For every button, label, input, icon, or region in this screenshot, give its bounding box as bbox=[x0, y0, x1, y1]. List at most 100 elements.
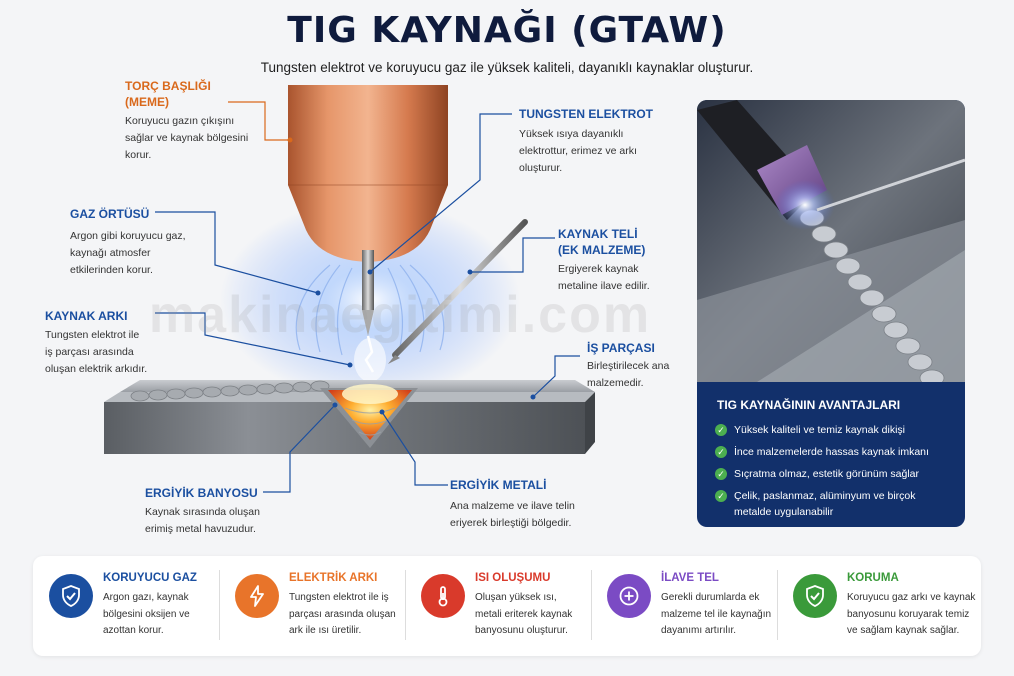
label-arc-desc-2: iş parçası arasında bbox=[45, 346, 134, 358]
label-workpiece-desc-2: malzemedir. bbox=[587, 377, 644, 389]
lightning-icon bbox=[235, 574, 279, 618]
feature-desc-1: Koruyucu gaz arkı ve kaynak bbox=[847, 592, 976, 603]
label-torch-title-2: (MEME) bbox=[125, 95, 169, 109]
feature-desc-2: banyosunu koruyarak temiz bbox=[847, 608, 970, 620]
label-filler-desc-1: Ergiyerek kaynak bbox=[558, 263, 639, 275]
label-pool-desc-1: Kaynak sırasında oluşan bbox=[145, 506, 260, 518]
feature-title: ISI OLUŞUMU bbox=[475, 572, 551, 584]
advantage-item: ✓ Çelik, paslanmaz, alüminyum ve birçok … bbox=[715, 488, 955, 520]
divider bbox=[219, 570, 220, 640]
advantage-item: ✓ İnce malzemelerde hassas kaynak imkanı bbox=[715, 444, 955, 460]
feature-desc-3: ve sağlam kaynak sağlar. bbox=[847, 625, 960, 636]
label-filler-title-1: KAYNAK TELİ bbox=[558, 227, 638, 241]
feature-desc-1: Tungsten elektrot ile iş bbox=[289, 592, 389, 603]
label-filler: KAYNAK TELİ (EK MALZEME) Ergiyerek kayna… bbox=[558, 226, 650, 295]
advantages-panel: TIG KAYNAĞININ AVANTAJLARI ✓ Yüksek kali… bbox=[697, 100, 965, 527]
label-molten-title: ERGİYİK METALİ bbox=[450, 478, 547, 492]
feature-title: KORUMA bbox=[847, 572, 899, 584]
label-arc-desc-1: Tungsten elektrot ile bbox=[45, 329, 140, 341]
electrode-tip bbox=[362, 310, 374, 336]
check-icon: ✓ bbox=[715, 468, 727, 480]
label-electrode-desc-2: elektrottur, erimez ve arkı bbox=[519, 145, 637, 157]
feature-desc-1: Argon gazı, kaynak bbox=[103, 592, 189, 603]
weld-photo bbox=[697, 100, 965, 382]
shield-check-icon bbox=[793, 574, 837, 618]
label-gas-desc-1: Argon gibi koruyucu gaz, bbox=[70, 230, 186, 242]
feature-desc: Argon gazı, kaynak bölgesini oksijen ve … bbox=[103, 590, 231, 640]
watermark: makinaegitimi.com bbox=[148, 286, 652, 344]
label-pool: ERGİYİK BANYOSU Kaynak sırasında oluşan … bbox=[145, 485, 260, 538]
label-electrode-title: TUNGSTEN ELEKTROT bbox=[519, 107, 653, 121]
feature-protection: KORUMA Koruyucu gaz arkı ve kaynak banyo… bbox=[793, 570, 978, 642]
feature-desc-1: Gerekli durumlarda ek bbox=[661, 592, 760, 603]
divider bbox=[591, 570, 592, 640]
divider bbox=[405, 570, 406, 640]
label-workpiece-title: İŞ PARÇASI bbox=[587, 341, 655, 355]
label-torch-desc-2: sağlar ve kaynak bölgesini bbox=[125, 132, 249, 144]
divider bbox=[777, 570, 778, 640]
label-workpiece: İŞ PARÇASI Birleştirilecek ana malzemedi… bbox=[587, 340, 669, 392]
label-arc-desc: Tungsten elektrot ile iş parçası arasınd… bbox=[45, 327, 147, 378]
feature-desc: Gerekli durumlarda ek malzeme tel ile ka… bbox=[661, 590, 789, 640]
feature-desc: Tungsten elektrot ile iş parçası arasınd… bbox=[289, 590, 417, 640]
feature-protective-gas: KORUYUCU GAZ Argon gazı, kaynak bölgesin… bbox=[49, 570, 224, 642]
plus-circle-icon bbox=[607, 574, 651, 618]
advantage-item: ✓ Yüksek kaliteli ve temiz kaynak dikişi bbox=[715, 422, 955, 438]
thermometer-icon bbox=[421, 574, 465, 618]
label-arc-desc-3: oluşan elektrik arkıdır. bbox=[45, 363, 148, 375]
feature-desc-1: Oluşan yüksek ısı, bbox=[475, 592, 557, 603]
label-torch-desc: Koruyucu gazın çıkışını sağlar ve kaynak… bbox=[125, 113, 248, 164]
label-workpiece-desc-1: Birleştirilecek ana bbox=[587, 360, 670, 372]
label-gas-title: GAZ ÖRTÜSÜ bbox=[70, 207, 150, 221]
advantage-text: Sıçratma olmaz, estetik görünüm sağlar bbox=[734, 468, 919, 480]
tungsten-electrode bbox=[362, 250, 374, 310]
feature-desc-2: parçası arasında oluşan bbox=[289, 608, 396, 620]
feature-desc-3: dayanımı artırılır. bbox=[661, 625, 737, 636]
label-molten-desc: Ana malzeme ve ilave telin eriyerek birl… bbox=[450, 498, 575, 532]
tig-diagram bbox=[104, 85, 595, 493]
advantage-text-line1: Çelik, paslanmaz, alüminyum ve birçok bbox=[734, 490, 916, 502]
label-electrode-desc: Yüksek ısıya dayanıklı elektrottur, erim… bbox=[519, 126, 653, 177]
label-arc-title: KAYNAK ARKI bbox=[45, 309, 128, 323]
feature-desc: Koruyucu gaz arkı ve kaynak banyosunu ko… bbox=[847, 590, 982, 640]
feature-electric-arc: ELEKTRİK ARKI Tungsten elektrot ile iş p… bbox=[235, 570, 410, 642]
feature-desc-2: metali eriterek kaynak bbox=[475, 608, 573, 620]
label-torch-desc-3: korur. bbox=[125, 149, 152, 161]
feature-desc-2: bölgesini oksijen ve bbox=[103, 608, 190, 620]
label-filler-desc-2: metaline ilave edilir. bbox=[558, 280, 650, 292]
check-icon: ✓ bbox=[715, 446, 727, 458]
label-pool-desc-2: erimiş metal havuzudur. bbox=[145, 523, 256, 535]
advantage-text: Yüksek kaliteli ve temiz kaynak dikişi bbox=[734, 424, 905, 436]
leader-lines bbox=[155, 101, 580, 493]
feature-title: İLAVE TEL bbox=[661, 572, 719, 584]
label-gas-desc: Argon gibi koruyucu gaz, kaynağı atmosfe… bbox=[70, 228, 186, 279]
label-molten: ERGİYİK METALİ Ana malzeme ve ilave teli… bbox=[450, 477, 575, 532]
advantage-item: ✓ Sıçratma olmaz, estetik görünüm sağlar bbox=[715, 466, 955, 482]
check-icon: ✓ bbox=[715, 424, 727, 436]
feature-desc-3: azottan korur. bbox=[103, 625, 164, 636]
advantages-list: ✓ Yüksek kaliteli ve temiz kaynak dikişi… bbox=[715, 422, 955, 526]
advantage-text-line2: metalde uygulanabilir bbox=[734, 506, 834, 518]
feature-title: KORUYUCU GAZ bbox=[103, 572, 197, 584]
feature-bar: KORUYUCU GAZ Argon gazı, kaynak bölgesin… bbox=[33, 556, 981, 656]
label-gas: GAZ ÖRTÜSÜ Argon gibi koruyucu gaz, kayn… bbox=[70, 206, 186, 279]
feature-desc-3: banyosunu oluşturur. bbox=[475, 625, 568, 636]
label-filler-desc: Ergiyerek kaynak metaline ilave edilir. bbox=[558, 261, 650, 295]
advantage-text: İnce malzemelerde hassas kaynak imkanı bbox=[734, 446, 929, 458]
feature-heat: ISI OLUŞUMU Oluşan yüksek ısı, metali er… bbox=[421, 570, 596, 642]
page-subtitle: Tungsten elektrot ve koruyucu gaz ile yü… bbox=[260, 60, 754, 75]
weld-pool bbox=[328, 390, 412, 440]
label-pool-desc: Kaynak sırasında oluşan erimiş metal hav… bbox=[145, 504, 260, 538]
label-gas-desc-3: etkilerinden korur. bbox=[70, 264, 153, 276]
feature-desc-3: ark ile ısı üretilir. bbox=[289, 625, 362, 636]
label-pool-title: ERGİYİK BANYOSU bbox=[145, 486, 258, 500]
label-electrode-desc-1: Yüksek ısıya dayanıklı bbox=[519, 128, 624, 140]
label-electrode-desc-3: oluşturur. bbox=[519, 162, 563, 174]
page-title: TIG KAYNAĞI (GTAW) bbox=[287, 10, 727, 51]
feature-desc: Oluşan yüksek ısı, metali eriterek kayna… bbox=[475, 590, 603, 640]
feature-desc-2: malzeme tel ile kaynağın bbox=[661, 608, 772, 620]
label-workpiece-desc: Birleştirilecek ana malzemedir. bbox=[587, 358, 669, 392]
weld-bead bbox=[130, 380, 330, 402]
filler-rod bbox=[392, 219, 528, 358]
advantage-text: Çelik, paslanmaz, alüminyum ve birçok me… bbox=[734, 488, 915, 520]
